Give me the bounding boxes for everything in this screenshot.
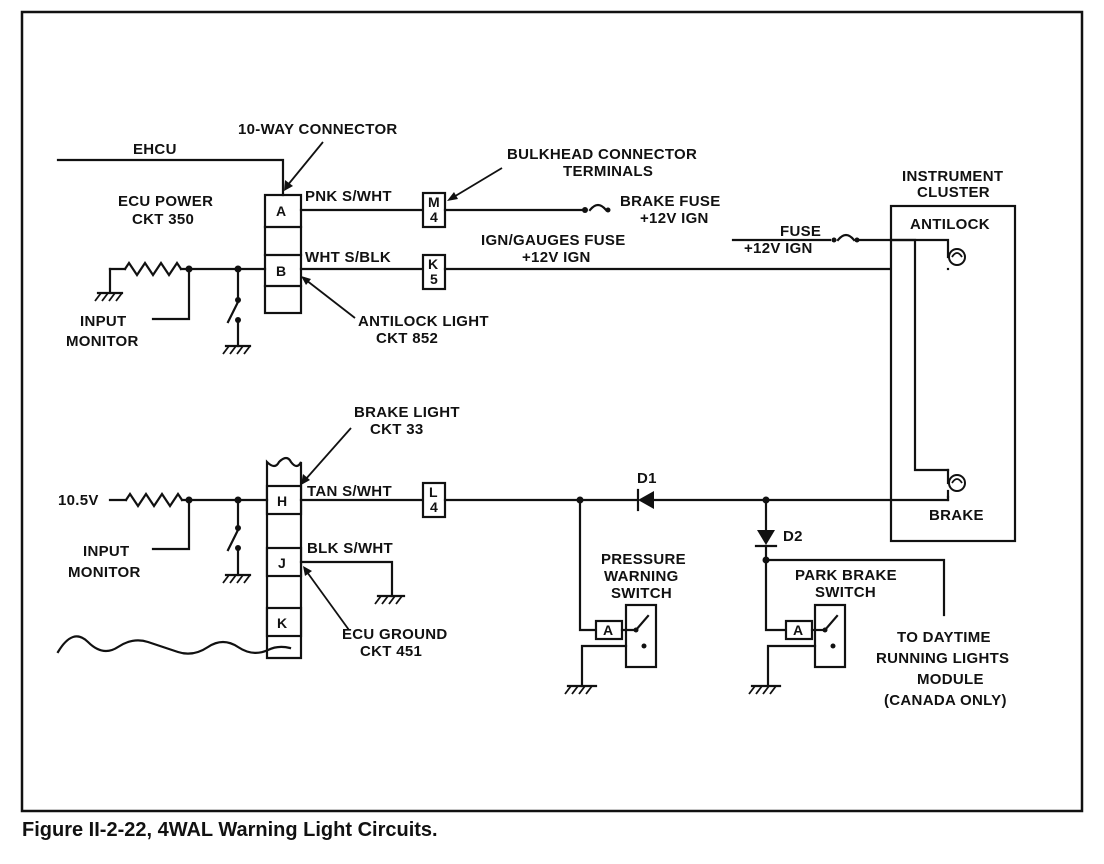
ecu-ground-label-1: ECU GROUND — [342, 626, 448, 643]
antilock-indicator-label: ANTILOCK — [910, 216, 990, 233]
brake-fuse-label-1: BRAKE FUSE — [620, 193, 721, 210]
upper-10-way-connector: A B — [263, 193, 303, 315]
fuse-label-1: FUSE — [780, 223, 821, 240]
ecu-power-label-2: CKT 350 — [132, 211, 194, 228]
daytime-running-lights-label-3: MODULE — [917, 671, 984, 688]
input-monitor-lower-label-1: INPUT — [83, 543, 130, 560]
ecu-power-label-1: ECU POWER — [118, 193, 213, 210]
ehcu-label: EHCU — [133, 141, 177, 158]
pin-j-label: J — [278, 555, 286, 571]
ecu-ground-label-2: CKT 451 — [360, 643, 422, 660]
svg-text:4: 4 — [430, 209, 438, 225]
pressure-switch-label-1: PRESSURE — [601, 551, 686, 568]
torn-edge — [56, 635, 292, 655]
bulkhead-terminal-m4: M 4 — [421, 191, 447, 229]
diode-d2 — [754, 498, 778, 564]
svg-text:K: K — [428, 256, 438, 272]
pressure-warning-switch: A — [564, 498, 658, 695]
wht-sblk-label: WHT S/BLK — [305, 249, 391, 266]
tan-swht-label: TAN S/WHT — [307, 483, 392, 500]
ign-gauges-fuse-label-2: +12V IGN — [522, 249, 591, 266]
instrument-cluster-label-2: CLUSTER — [917, 184, 990, 201]
svg-text:5: 5 — [430, 271, 438, 287]
pin-h-label: H — [277, 493, 287, 509]
input-monitor-upper — [94, 261, 267, 355]
brake-indicator-label: BRAKE — [929, 507, 984, 524]
svg-text:M: M — [428, 194, 440, 210]
park-brake-switch: A — [748, 558, 847, 695]
instrument-cluster-label-1: INSTRUMENT — [902, 168, 1003, 185]
svg-text:A: A — [603, 622, 613, 638]
brake-light-label-1: BRAKE LIGHT — [354, 404, 460, 421]
pin-b-label: B — [276, 263, 286, 279]
bulkhead-terminal-l4: L 4 — [421, 481, 447, 519]
antilock-lamp — [948, 248, 966, 266]
bulkhead-connector-label-1: BULKHEAD CONNECTOR — [507, 146, 697, 163]
figure-caption: Figure II-2-22, 4WAL Warning Light Circu… — [22, 819, 438, 841]
park-brake-switch-label-1: PARK BRAKE — [795, 567, 897, 584]
voltage-10-5v-label: 10.5V — [58, 492, 99, 509]
input-monitor-lower-label-2: MONITOR — [68, 564, 141, 581]
bulkhead-terminal-k5: K 5 — [421, 253, 447, 291]
lower-ecu-connector: H J K — [265, 456, 303, 660]
daytime-running-lights-label-4: (CANADA ONLY) — [884, 692, 1007, 709]
antilock-light-label-2: CKT 852 — [376, 330, 438, 347]
bulkhead-connector-label-2: TERMINALS — [563, 163, 653, 180]
input-monitor-upper-label-2: MONITOR — [66, 333, 139, 350]
blk-swht-label: BLK S/WHT — [307, 540, 393, 557]
antilock-light-label-1: ANTILOCK LIGHT — [358, 313, 489, 330]
brake-fuse-label-2: +12V IGN — [640, 210, 709, 227]
svg-text:L: L — [429, 484, 438, 500]
input-monitor-lower — [108, 492, 269, 584]
pnk-swht-label: PNK S/WHT — [305, 188, 392, 205]
input-monitor-upper-label-1: INPUT — [80, 313, 127, 330]
diagram-frame — [20, 10, 1084, 813]
daytime-running-lights-label-2: RUNNING LIGHTS — [876, 650, 1009, 667]
svg-text:4: 4 — [430, 499, 438, 515]
instrument-cluster — [731, 204, 1017, 543]
pressure-switch-label-2: WARNING — [604, 568, 679, 585]
diode-d1-label: D1 — [637, 470, 657, 487]
pressure-switch-label-3: SWITCH — [611, 585, 672, 602]
diode-d2-label: D2 — [783, 528, 803, 545]
ign-gauges-fuse-label-1: IGN/GAUGES FUSE — [481, 232, 626, 249]
diode-d1 — [636, 488, 654, 512]
pin-k-label: K — [277, 615, 287, 631]
park-brake-switch-label-2: SWITCH — [815, 584, 876, 601]
ten-way-connector-label: 10-WAY CONNECTOR — [238, 121, 398, 138]
daytime-running-lights-label-1: TO DAYTIME — [897, 629, 991, 646]
ehcu-wire — [56, 158, 285, 197]
daytime-running-lights-wire — [764, 558, 946, 617]
svg-text:A: A — [793, 622, 803, 638]
brake-fuse-symbol — [588, 203, 608, 212]
brake-light-label-2: CKT 33 — [370, 421, 423, 438]
fuse-label-2: +12V IGN — [744, 240, 813, 257]
pin-a-label: A — [276, 203, 286, 219]
